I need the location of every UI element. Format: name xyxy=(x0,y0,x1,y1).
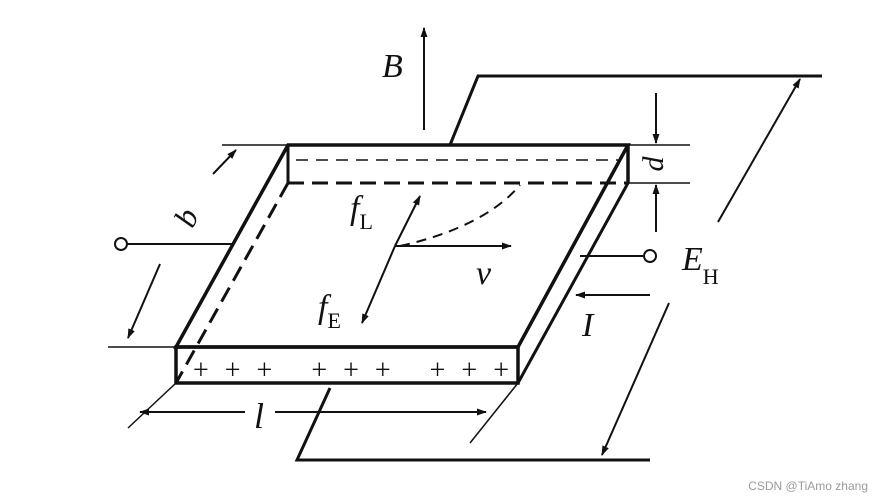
right-terminal xyxy=(580,249,657,263)
hall-field-dimension xyxy=(601,78,801,456)
lorentz-force-arrow xyxy=(394,195,421,247)
thickness-label: d xyxy=(637,156,670,172)
current-label: I xyxy=(581,307,595,344)
velocity-label: v xyxy=(476,255,492,292)
b-field-label: B xyxy=(382,48,403,85)
electric-force-label: fE xyxy=(318,289,341,333)
lorentz-trajectory xyxy=(399,184,521,247)
left-terminal xyxy=(114,237,232,251)
lorentz-force-label: fL xyxy=(350,190,373,234)
charge-marks: +++ +++ +++ xyxy=(193,355,509,386)
electric-force-arrow xyxy=(361,245,396,324)
length-label: l xyxy=(254,396,264,436)
length-dimension xyxy=(127,382,519,444)
hall-plate xyxy=(173,143,631,385)
thickness-dimension xyxy=(628,93,690,232)
width-label: b xyxy=(166,202,205,232)
width-dimension xyxy=(108,144,288,348)
watermark: CSDN @TiAmo zhang xyxy=(748,479,868,493)
hall-field-label: EH xyxy=(681,241,719,289)
